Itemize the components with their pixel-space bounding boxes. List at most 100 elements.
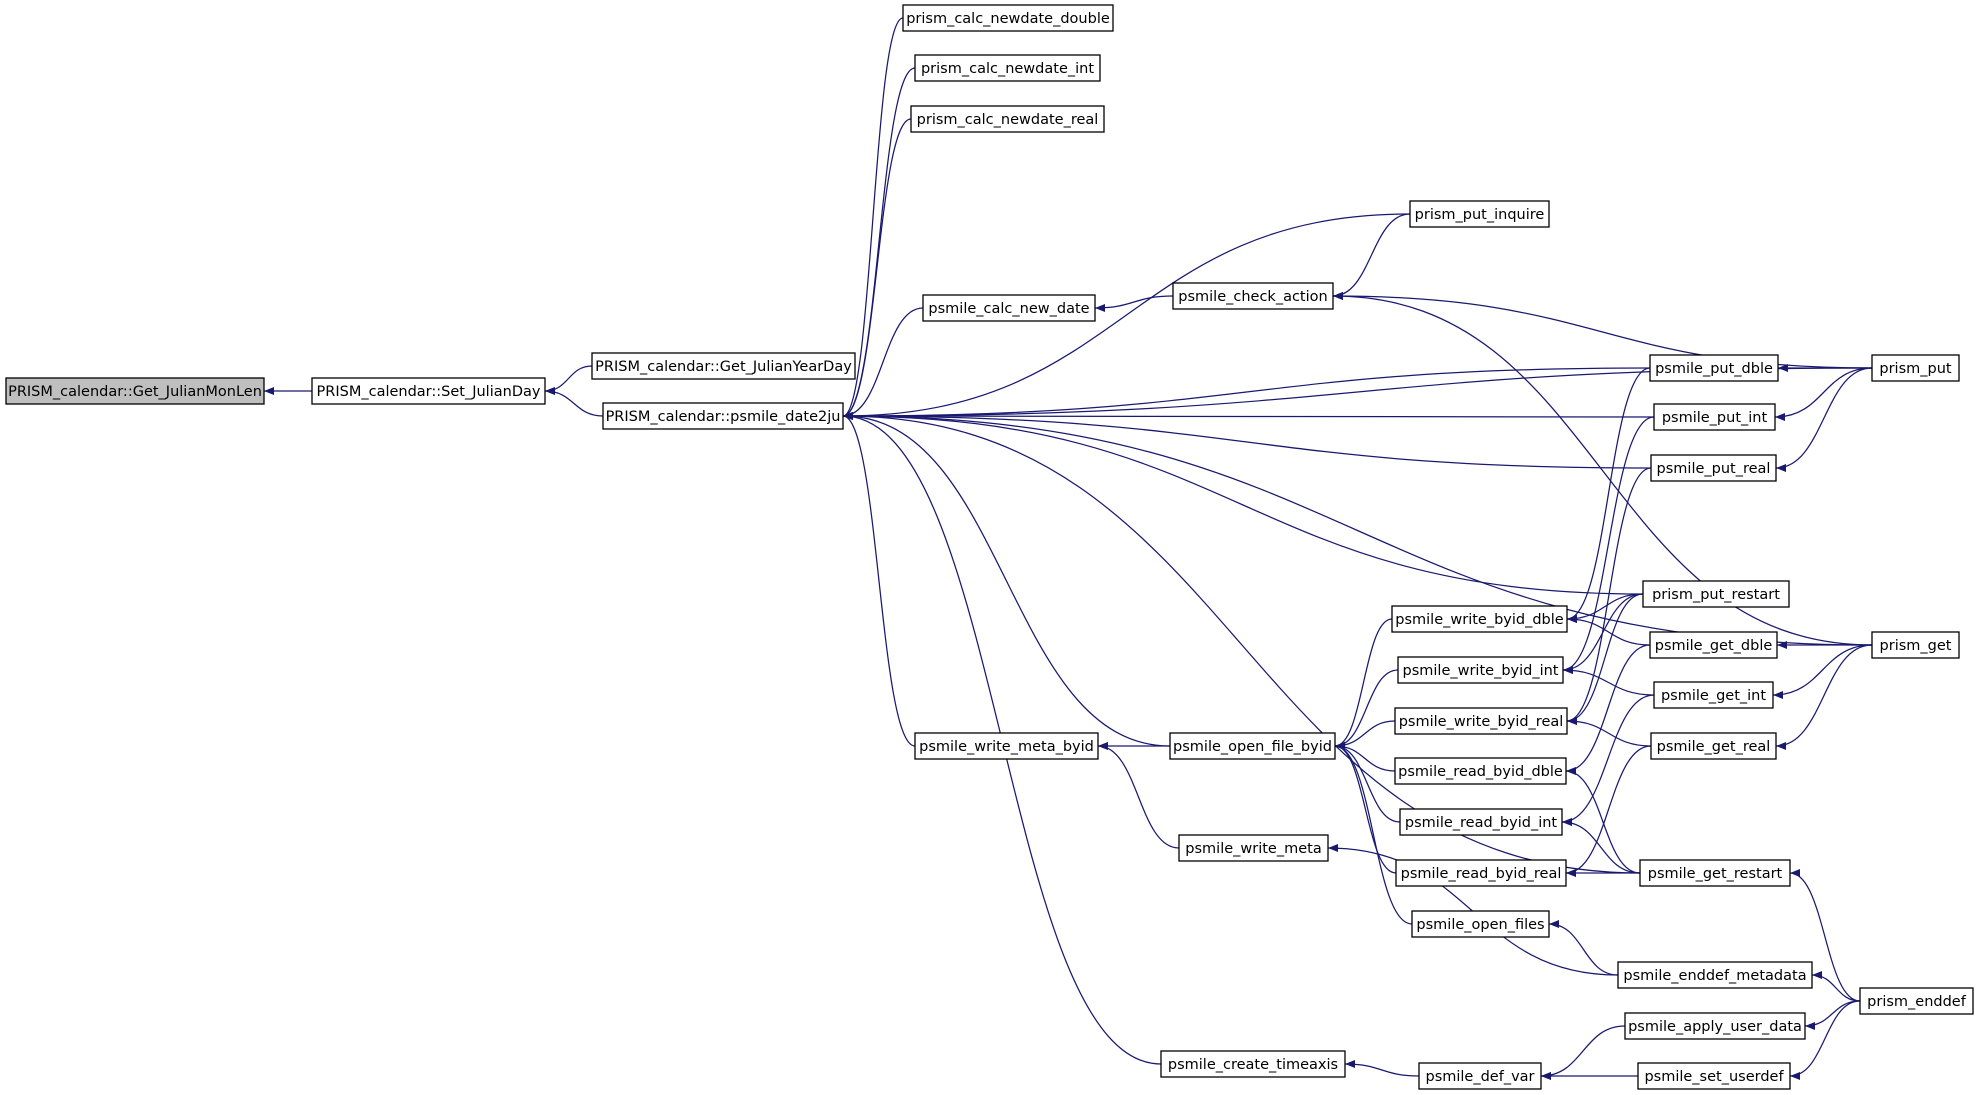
node-label: psmile_apply_user_data: [1628, 1019, 1802, 1035]
node-prism-put-inquire[interactable]: prism_put_inquire: [1409, 200, 1550, 228]
node-psmile-get-real[interactable]: psmile_get_real: [1650, 732, 1777, 760]
edge-psmile_open_files-to-psmile_open_file_byid: [1334, 742, 1413, 925]
edge-psmile_get_real-to-psmile_read_byid_real: [1565, 745, 1652, 877]
edge-prism_put-to-psmile_put_int: [1774, 367, 1873, 421]
node-label: prism_put_inquire: [1415, 207, 1545, 223]
node-set-julianday[interactable]: PRISM_calendar::Set_JulianDay: [311, 377, 546, 405]
node-label: psmile_get_int: [1661, 688, 1766, 704]
edge-psmile_enddef_metadata-to-psmile_open_files: [1548, 920, 1619, 976]
node-psmile-write-meta[interactable]: psmile_write_meta: [1178, 834, 1329, 862]
node-prism-calc-newdate-double[interactable]: prism_calc_newdate_double: [902, 4, 1114, 32]
node-label: psmile_read_byid_int: [1405, 815, 1558, 831]
node-psmile-write-byid-int[interactable]: psmile_write_byid_int: [1397, 656, 1564, 684]
node-psmile-create-timeaxis[interactable]: psmile_create_timeaxis: [1160, 1050, 1346, 1078]
node-label: prism_put: [1879, 361, 1952, 377]
edge-prism_get-to-psmile_check_action: [1332, 292, 1873, 646]
node-prism-put-restart[interactable]: prism_put_restart: [1642, 580, 1790, 608]
edge-psmile_get_dble-to-psmile_write_byid_dble: [1566, 615, 1651, 646]
node-label: psmile_put_dble: [1655, 361, 1773, 377]
node-label: prism_get: [1880, 638, 1952, 654]
node-prism-calc-newdate-int[interactable]: prism_calc_newdate_int: [914, 54, 1101, 82]
node-prism-calc-newdate-real[interactable]: prism_calc_newdate_real: [910, 105, 1105, 133]
node-box: [902, 4, 1114, 32]
node-psmile-get-restart[interactable]: psmile_get_restart: [1639, 859, 1791, 887]
node-psmile-write-byid-real[interactable]: psmile_write_byid_real: [1394, 707, 1568, 735]
node-psmile-calc-new-date[interactable]: psmile_calc_new_date: [922, 294, 1096, 322]
edge-psmile_check_action-to-psmile_calc_new_date: [1094, 295, 1174, 312]
node-label: PRISM_calendar::Get_JulianYearDay: [595, 359, 852, 375]
edge-psmile_get_int-to-psmile_write_byid_int: [1562, 666, 1655, 696]
node-prism-enddef[interactable]: prism_enddef: [1859, 987, 1974, 1015]
node-psmile-put-real[interactable]: psmile_put_real: [1650, 454, 1777, 482]
node-label: psmile_calc_new_date: [928, 301, 1089, 317]
node-label: psmile_get_dble: [1655, 638, 1773, 654]
node-get-julianmonlen[interactable]: PRISM_calendar::Get_JulianMonLen: [5, 377, 265, 405]
edge-psmile_open_file_byid-to-psmile_date2ju: [842, 412, 1171, 747]
node-box: [1411, 910, 1550, 938]
edge-prism_put-to-psmile_check_action: [1332, 292, 1873, 369]
node-psmile-put-int[interactable]: psmile_put_int: [1653, 403, 1776, 431]
node-box: [1395, 859, 1567, 887]
node-psmile-open-files[interactable]: psmile_open_files: [1411, 910, 1550, 938]
node-psmile-write-meta-byid[interactable]: psmile_write_meta_byid: [914, 732, 1099, 760]
node-label: psmile_put_int: [1662, 410, 1768, 426]
edge-prism_put_restart-to-psmile_date2ju: [842, 412, 1644, 595]
node-label: psmile_write_byid_int: [1403, 663, 1559, 679]
edge-psmile_get_real-to-psmile_write_byid_real: [1566, 717, 1652, 747]
node-psmile-apply-user-data[interactable]: psmile_apply_user_data: [1624, 1012, 1806, 1040]
node-box: [1653, 681, 1774, 709]
edge-prism_get-to-psmile_date2ju: [842, 412, 1873, 646]
edge-psmile_write_byid_dble-to-psmile_open_file_byid: [1334, 618, 1393, 750]
node-box: [1418, 1062, 1542, 1090]
edge-psmile_get_int-to-psmile_read_byid_int: [1561, 694, 1655, 826]
edge-psmile_get_restart-to-psmile_read_byid_int: [1561, 818, 1641, 874]
node-box: [1649, 354, 1779, 382]
edge-psmile_date2ju-to-set_julianday: [544, 387, 604, 417]
node-box: [1169, 732, 1336, 760]
node-box: [1639, 859, 1791, 887]
node-psmile-read-byid-int[interactable]: psmile_read_byid_int: [1399, 808, 1563, 836]
node-box: [1394, 707, 1568, 735]
node-psmile-date2ju[interactable]: PRISM_calendar::psmile_date2ju: [602, 402, 844, 430]
node-label: psmile_create_timeaxis: [1168, 1057, 1338, 1073]
node-psmile-read-byid-dble[interactable]: psmile_read_byid_dble: [1394, 757, 1567, 785]
node-box: [914, 54, 1101, 82]
node-label: prism_calc_newdate_double: [906, 11, 1110, 27]
node-psmile-write-byid-dble[interactable]: psmile_write_byid_dble: [1391, 605, 1568, 633]
node-box: [1178, 834, 1329, 862]
edge-psmile_put_real-to-psmile_write_byid_real: [1566, 467, 1652, 725]
edge-psmile_write_byid_real-to-psmile_open_file_byid: [1334, 720, 1396, 750]
node-psmile-check-action[interactable]: psmile_check_action: [1172, 282, 1334, 310]
node-label: PRISM_calendar::Get_JulianMonLen: [8, 384, 262, 400]
node-label: PRISM_calendar::psmile_date2ju: [606, 409, 841, 425]
node-psmile-def-var[interactable]: psmile_def_var: [1418, 1062, 1542, 1090]
node-box: [1642, 580, 1790, 608]
node-prism-get[interactable]: prism_get: [1871, 631, 1960, 659]
node-psmile-get-dble[interactable]: psmile_get_dble: [1649, 631, 1778, 659]
node-psmile-get-int[interactable]: psmile_get_int: [1653, 681, 1774, 709]
node-psmile-put-dble[interactable]: psmile_put_dble: [1649, 354, 1779, 382]
node-psmile-set-userdef[interactable]: psmile_set_userdef: [1637, 1062, 1791, 1090]
node-box: [1409, 200, 1550, 228]
node-psmile-read-byid-real[interactable]: psmile_read_byid_real: [1395, 859, 1567, 887]
node-label: psmile_open_file_byid: [1173, 739, 1332, 755]
node-box: [1397, 656, 1564, 684]
node-box: [5, 377, 265, 405]
node-label: psmile_get_real: [1657, 739, 1771, 755]
node-get-julianyearday[interactable]: PRISM_calendar::Get_JulianYearDay: [591, 352, 856, 380]
edge-psmile_calc_new_date-to-psmile_date2ju: [842, 307, 924, 420]
node-label: psmile_read_byid_real: [1401, 866, 1562, 882]
node-box: [1624, 1012, 1806, 1040]
node-label: psmile_write_meta: [1185, 841, 1321, 857]
node-psmile-enddef-metadata[interactable]: psmile_enddef_metadata: [1617, 961, 1813, 989]
node-prism-put[interactable]: prism_put: [1871, 354, 1960, 382]
edge-psmile_apply_user_data-to-psmile_def_var: [1540, 1025, 1626, 1080]
edge-psmile_write_meta-to-psmile_write_meta_byid: [1097, 742, 1180, 849]
edge-prism_enddef-to-psmile_enddef_metadata: [1811, 971, 1861, 1002]
node-box: [1637, 1062, 1791, 1090]
node-label: psmile_def_var: [1425, 1069, 1534, 1085]
node-psmile-open-file-byid[interactable]: psmile_open_file_byid: [1169, 732, 1336, 760]
node-box: [1871, 354, 1960, 382]
node-label: prism_put_restart: [1652, 587, 1780, 603]
